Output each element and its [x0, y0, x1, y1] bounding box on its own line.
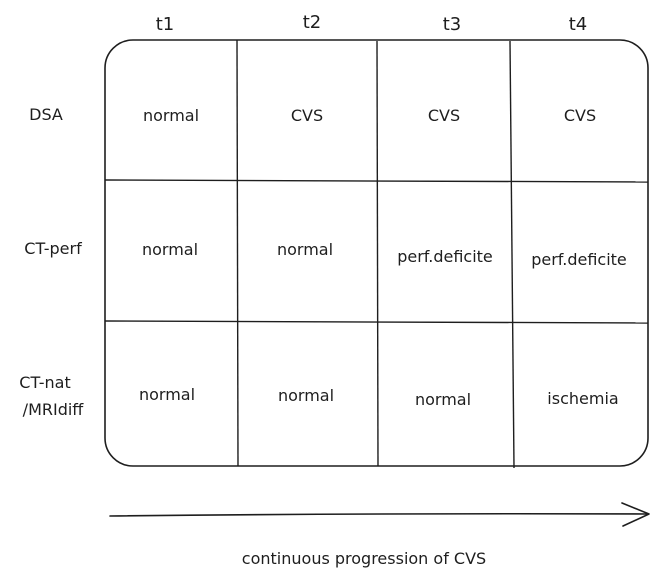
- cell-ct-nat-t4: ischemia: [547, 389, 618, 408]
- cell-ct-nat-t3: normal: [415, 390, 471, 409]
- cell-dsa-t4: CVS: [564, 106, 596, 125]
- column-divider-2: [376, 40, 379, 467]
- cell-dsa-t3: CVS: [428, 106, 460, 125]
- row-header-ct-nat-line2: /MRIdiff: [23, 400, 85, 419]
- cell-dsa-t2: CVS: [291, 106, 323, 125]
- column-header-t1: t1: [156, 14, 175, 35]
- progression-caption: continuous progression of CVS: [242, 549, 486, 568]
- row-header-ct-nat-line1: CT-nat: [19, 373, 70, 392]
- cell-ct-perf-t4: perf.deficite: [531, 250, 627, 269]
- row-divider-2: [104, 320, 649, 324]
- column-header-t2: t2: [303, 12, 322, 33]
- row-header-ct-perf: CT-perf: [24, 239, 82, 258]
- cell-ct-perf-t2: normal: [277, 240, 333, 259]
- row-divider-1: [104, 179, 649, 183]
- cell-ct-perf-t1: normal: [142, 240, 198, 259]
- column-header-t4: t4: [569, 14, 588, 35]
- progression-arrow: [109, 502, 650, 527]
- cell-ct-perf-t3: perf.deficite: [397, 247, 493, 266]
- cell-ct-nat-t2: normal: [278, 386, 334, 405]
- column-divider-3: [509, 40, 515, 469]
- column-header-t3: t3: [443, 14, 462, 35]
- column-divider-1: [236, 39, 239, 467]
- cell-dsa-t1: normal: [143, 106, 199, 125]
- table-frame: [104, 39, 649, 467]
- row-header-dsa: DSA: [29, 105, 63, 124]
- cell-ct-nat-t1: normal: [139, 385, 195, 404]
